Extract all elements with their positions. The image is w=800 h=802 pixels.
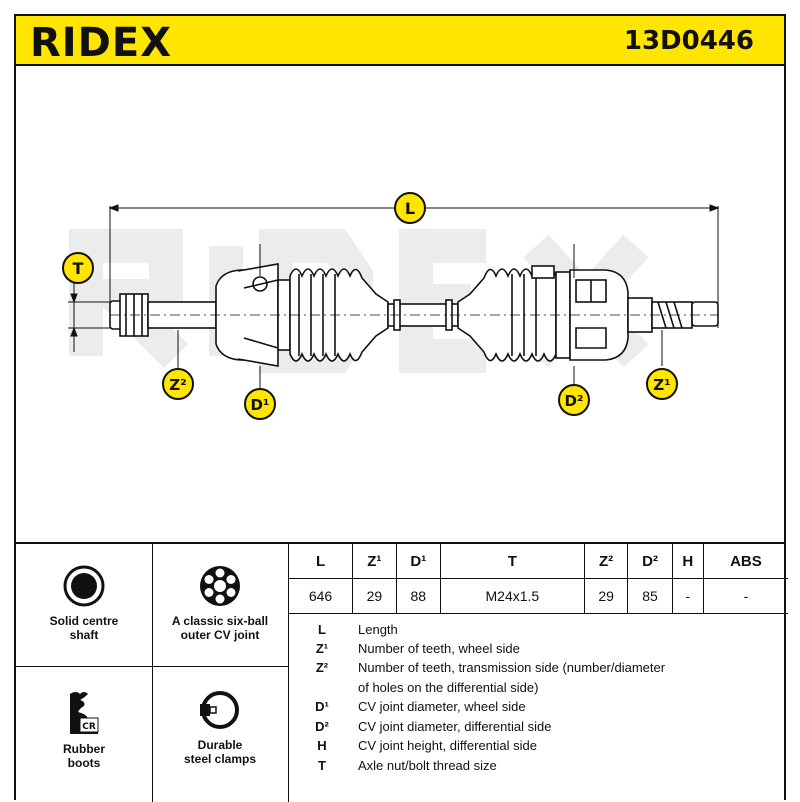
feature-label-line1: A classic six-ball [171,614,269,628]
badge-D1: D¹ [244,388,276,420]
spec-value-Z1: 29 [352,578,397,614]
badge-T: T [62,252,94,284]
feature-divider-right [288,544,289,802]
badge-Z1-text: Z¹ [653,376,670,394]
feature-label-line2: outer CV joint [180,628,260,642]
spec-header-D1: D¹ [395,544,441,579]
feature-label-line1: Solid centre [49,614,119,628]
solid-shaft-icon [63,565,105,607]
spec-value-T: M24x1.5 [439,578,585,614]
legend-desc: Number of teeth, wheel side [358,641,520,656]
legend-desc: Number of teeth, transmission side (numb… [358,660,666,675]
spec-header-Z2: Z² [583,544,629,579]
legend-key: D² [315,719,329,734]
spec-value-D1: 88 [395,578,441,614]
spec-table: L Z¹ D¹ T Z² D² H ABS 646 29 88 M24x1.5 … [287,544,788,614]
spec-header-ABS: ABS [702,544,788,579]
drive-shaft-drawing [68,204,720,396]
badge-D1-text: D¹ [250,396,269,414]
legend-key: Z² [315,660,329,675]
legend-desc: CV joint diameter, differential side [358,719,552,734]
spec-value-H: - [671,578,704,614]
feature-rubber-boots: CR Rubber boots [16,688,152,770]
badge-Z2: Z² [162,368,194,400]
spec-value-Z2: 29 [583,578,629,614]
legend-desc: CV joint height, differential side [358,738,537,753]
rubber-boot-icon: CR [70,692,99,734]
badge-T-text: T [73,259,84,278]
header-bar: RIDEX 13D0446 [14,14,786,66]
feature-label-line1: Rubber [63,742,105,756]
spec-header-H: H [671,544,704,579]
legend-key: L [318,622,326,637]
legend: L Length Z¹ Number of teeth, wheel side … [288,614,788,802]
spec-value-ABS: - [702,578,788,614]
legend-desc: Length [358,622,398,637]
spec-value-L: 646 [287,578,354,614]
brand-logo: RIDEX [30,20,173,66]
steel-clamp-icon [200,691,239,729]
badge-L-text: L [405,199,415,218]
feature-steel-clamps: Durable steel clamps [152,688,288,766]
part-number: 13D0446 [623,26,754,56]
feature-solid-shaft: Solid centre shaft [16,564,152,642]
legend-key: D¹ [315,699,329,714]
feature-divider-vertical [152,544,153,802]
legend-key: Z¹ [315,641,329,656]
spec-section: Solid centre shaft A classic six-ball ou… [14,542,788,802]
feature-label-line2: shaft [69,628,99,642]
spec-header-D2: D² [627,544,673,579]
badge-D2-text: D² [564,392,583,410]
spec-table-value-row: 646 29 88 M24x1.5 29 85 - - [287,578,788,614]
feature-label-line1: Durable [197,738,243,752]
legend-key: T [318,758,326,773]
six-ball-joint-icon [200,566,240,606]
legend-key: H [317,738,327,753]
spec-header-T: T [439,544,585,579]
spec-table-header-row: L Z¹ D¹ T Z² D² H ABS [287,544,788,579]
badge-D2: D² [558,384,590,416]
drive-shaft-diagram: L T Z² D¹ D² Z¹ [14,66,786,542]
cr-badge-text: CR [82,722,96,732]
feature-label-line2: boots [67,756,101,770]
badge-L: L [394,192,426,224]
badge-Z1: Z¹ [646,368,678,400]
legend-desc: CV joint diameter, wheel side [358,699,526,714]
legend-desc: of holes on the differential side) [358,680,539,695]
spec-header-Z1: Z¹ [352,544,397,579]
feature-six-ball-joint: A classic six-ball outer CV joint [152,564,288,642]
badge-Z2-text: Z² [169,376,186,394]
feature-label-line2: steel clamps [183,752,257,766]
spec-value-D2: 85 [627,578,673,614]
legend-desc: Axle nut/bolt thread size [358,758,497,773]
feature-divider-horizontal [16,666,288,667]
spec-header-L: L [287,544,354,579]
